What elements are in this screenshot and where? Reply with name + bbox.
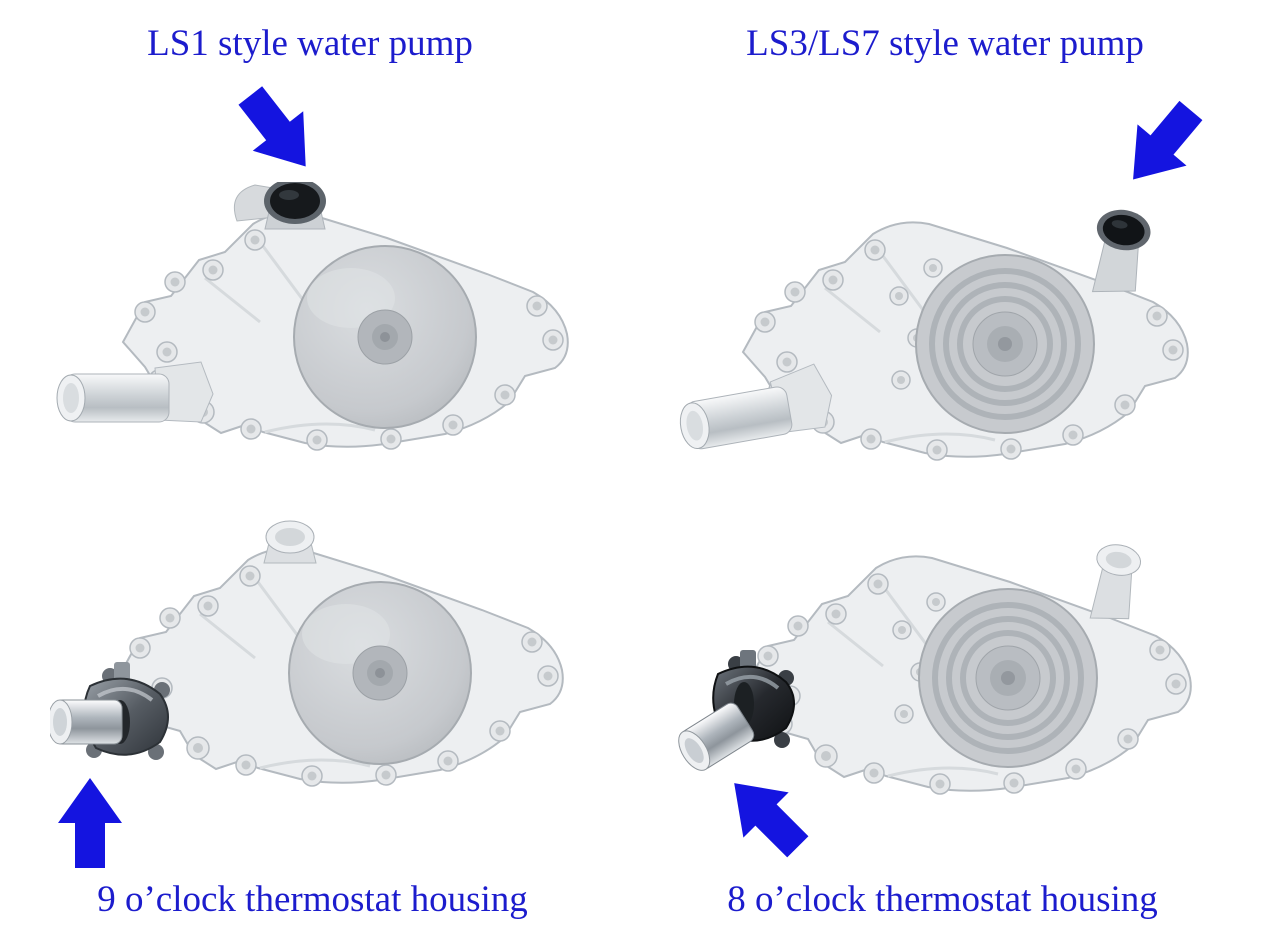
label-ls3-ls7-water-pump: LS3/LS7 style water pump <box>746 23 1144 64</box>
ls3-pump-8-oclock-illustration <box>678 544 1218 816</box>
label-8-oclock-thermostat-housing: 8 o’clock thermostat housing <box>727 879 1158 920</box>
thermostat-housing <box>50 662 170 760</box>
water-pump-pulley <box>915 254 1095 434</box>
water-outlet-port <box>1091 209 1151 293</box>
water-pump-pulley <box>918 588 1098 768</box>
nine-oclock-arrow <box>57 777 123 869</box>
eight-oclock-arrow <box>710 759 822 871</box>
label-9-oclock-thermostat-housing: 9 o’clock thermostat housing <box>97 879 528 920</box>
ls3-outlet-arrow <box>1107 89 1217 202</box>
ls1-outlet-arrow <box>224 74 333 187</box>
water-outlet-port <box>263 520 317 564</box>
thermostat-housing <box>678 650 795 771</box>
water-pump-pulley <box>288 581 472 765</box>
water-pump-inlet <box>679 363 833 450</box>
water-outlet-port <box>1089 544 1142 620</box>
water-pump-pulley <box>293 245 477 429</box>
label-ls1-water-pump: LS1 style water pump <box>147 23 473 64</box>
ls3-ls7-water-pump-illustration <box>679 209 1215 482</box>
ls1-water-pump-illustration <box>56 182 595 472</box>
water-pump-inlet <box>56 361 214 423</box>
ls1-pump-9-oclock-illustration <box>50 520 590 808</box>
water-outlet-port <box>233 182 326 230</box>
